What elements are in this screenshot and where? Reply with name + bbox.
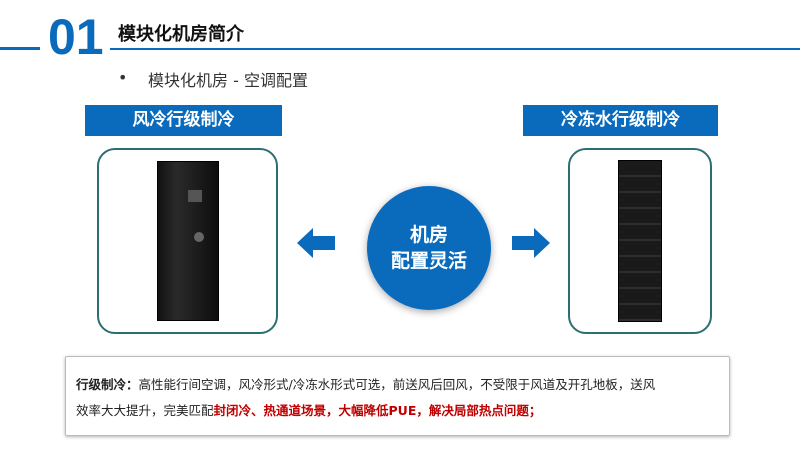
label-air-cooled: 风冷行级制冷: [85, 105, 282, 136]
description-text1: 高性能行间空调，风冷形式/冷冻水形式可选，前送风后回风，不受限于风道及开孔地板，…: [138, 377, 656, 392]
arrow-right-icon: [512, 228, 550, 258]
center-line2: 配置灵活: [390, 250, 467, 272]
subtitle: 模块化机房 - 空调配置: [148, 71, 308, 90]
description-text2: 效率大大提升，完美匹配: [76, 403, 214, 418]
description-highlight: 封闭冷、热通道场景，大幅降低PUE，解决局部热点问题；: [213, 403, 542, 418]
header-line-right: [110, 48, 800, 50]
chilled-water-unit-card: [568, 148, 712, 334]
center-circle: 机房 配置灵活: [367, 186, 491, 310]
air-cooled-cabinet-image: [156, 161, 219, 321]
arrow-left-icon: [297, 228, 335, 258]
bullet-marker: •: [118, 68, 128, 87]
label-chilled-water: 冷冻水行级制冷: [523, 105, 718, 136]
air-cooled-unit-card: [97, 148, 278, 334]
section-number: 01: [48, 9, 104, 65]
fan-logo: [193, 232, 204, 242]
display-panel: [187, 190, 202, 202]
center-line1: 机房: [409, 224, 448, 246]
page-title: 模块化机房简介: [118, 24, 244, 45]
description-box: 行级制冷：高性能行间空调，风冷形式/冷冻水形式可选，前送风后回风，不受限于风道及…: [65, 356, 730, 436]
description-lead: 行级制冷：: [76, 377, 139, 392]
header-line-left: [0, 47, 40, 50]
chilled-water-cabinet-image: [618, 160, 662, 322]
